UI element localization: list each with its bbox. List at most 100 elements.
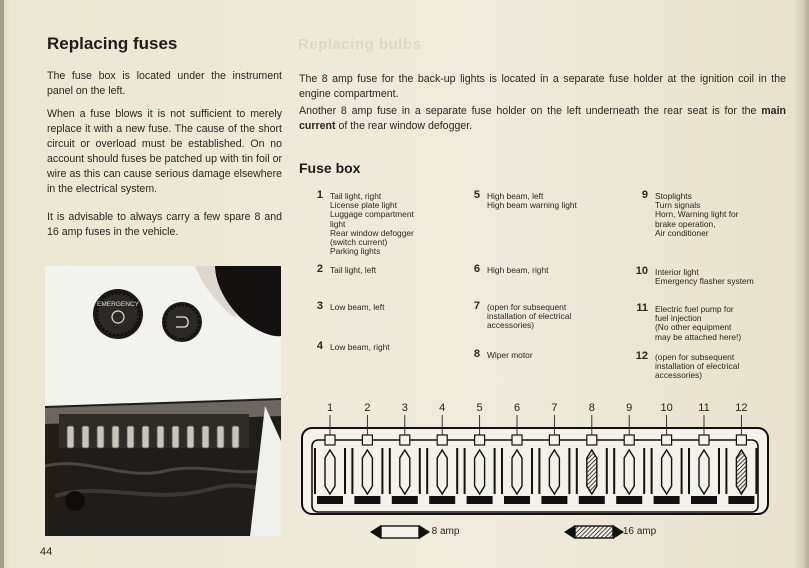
fuse-entry-5: 5 High beam, left High beam warning ligh… (466, 189, 636, 211)
diagram-top-terminal (735, 434, 747, 446)
fuse-box-photo: EMERGENCY (45, 266, 281, 536)
diagram-fuse-number: 3 (402, 402, 408, 414)
fuse-line: installation of electrical (487, 311, 572, 322)
diagram-top-terminal (474, 434, 486, 446)
defogger-fuse-paragraph: Another 8 amp fuse in a separate fuse ho… (299, 104, 786, 134)
fuse-entry-11: 11 Electric fuel pump for fuel injection… (634, 302, 794, 342)
main-current-bold: main current (299, 105, 786, 132)
fuse-number: 3 (316, 300, 323, 312)
fuse-entry-3: 3 Low beam, left (309, 300, 479, 312)
fuse-number: 5 (473, 189, 480, 201)
diagram-top-terminal (436, 434, 448, 446)
fuse-line: High beam warning light (487, 200, 577, 211)
fuse-line: Air conditioner (655, 227, 709, 238)
diagram-fuse-number: 12 (735, 402, 747, 414)
diagram-fuse-number: 4 (439, 402, 445, 414)
fuse-number: 1 (316, 189, 323, 201)
diagram-fuse-8-amp (548, 448, 561, 496)
fuse-entry-2: 2 Tail light, left (309, 263, 479, 275)
diagram-bottom-terminal (728, 496, 755, 504)
diagram-fuse-8-amp (399, 448, 411, 496)
diagram-top-terminal (698, 434, 710, 446)
fuse-line: Parking lights (330, 246, 381, 257)
spare-fuses-paragraph: It is advisable to always carry a few sp… (47, 211, 282, 238)
diagram-top-terminal (399, 434, 411, 446)
diagram-fuse-8-amp (698, 448, 710, 496)
fuse-entry-9: 9 Stoplights Turn signals Horn, Warning … (634, 189, 794, 238)
fuse-entry-12: 12 (open for subsequent installation of … (634, 350, 794, 381)
fuse-number: 12 (635, 350, 648, 362)
diagram-fuse-8-amp (623, 448, 635, 496)
fuse-line: accessories) (487, 320, 535, 331)
diagram-fuse-16-amp (735, 448, 748, 496)
fuse-entry-10: 10 Interior light Emergency flasher syst… (634, 265, 794, 286)
diagram-fuse-8-amp (660, 448, 673, 496)
show-through-heading: Replacing bulbs (298, 36, 422, 53)
fuse-line: Interior light (655, 267, 699, 277)
fuse-line: Low beam, right (330, 342, 390, 352)
emergency-knob-label: EMERGENCY (97, 301, 140, 308)
fuse-number: 2 (316, 263, 323, 275)
page-edge-left (0, 0, 4, 568)
fuse-number: 8 (473, 348, 480, 360)
fuse-entry-1: 1 Tail light, right License plate light … (309, 189, 479, 257)
fuse-line: Tail light, left (330, 265, 377, 275)
diagram-fuse-8-amp (511, 448, 523, 496)
fuse-entry-4: 4 Low beam, right (309, 340, 479, 352)
diagram-top-terminal (361, 434, 374, 446)
fuse-number: 6 (473, 263, 480, 275)
diagram-top-terminal (511, 434, 523, 446)
diagram-bottom-terminal (653, 496, 680, 504)
diagram-fuse-number: 6 (514, 402, 520, 414)
fuse-line: Low beam, left (330, 302, 385, 312)
fuse-line: Stoplights (655, 191, 692, 201)
page-title: Replacing fuses (47, 34, 178, 53)
diagram-fuse-16-amp (586, 448, 598, 496)
defogger-text-end: of the rear window defogger. (338, 120, 473, 132)
fuse-number: 9 (641, 189, 648, 201)
legend-16-amp-fuse-symbol (564, 525, 624, 539)
defogger-text-start: Another 8 amp fuse in a separate fuse ho… (299, 105, 757, 117)
fuse-line: accessories) (655, 370, 703, 381)
diagram-top-terminal (586, 434, 598, 446)
legend-8-amp: ~ 8 amp (423, 526, 460, 537)
diagram-bottom-terminal (541, 496, 568, 504)
diagram-bottom-terminal (691, 496, 717, 504)
fuse-line: Electric fuel pump for (655, 304, 734, 314)
fuse-line: Horn, Warning light for (655, 209, 739, 220)
fuse-line: License plate light (330, 200, 398, 211)
diagram-fuse-8-amp (436, 448, 448, 496)
diagram-bottom-terminal (354, 496, 381, 504)
fuse-line: may be attached here!) (655, 331, 742, 342)
fuse-line: (No other equipment (655, 322, 732, 333)
fuse-number: 4 (316, 340, 323, 352)
diagram-fuse-number: 8 (589, 402, 595, 414)
page-edge-right (803, 0, 809, 568)
diagram-bottom-terminal (391, 496, 418, 504)
intro-paragraph: The fuse box is located under the instru… (47, 70, 282, 97)
fuse-number: 10 (635, 265, 648, 277)
fuse-entry-8: 8 Wiper motor (466, 348, 636, 360)
diagram-bottom-terminal (466, 496, 493, 504)
fuse-line: Tail light, right (330, 191, 382, 201)
legend-8-amp-fuse-symbol (370, 525, 430, 539)
diagram-bottom-terminal (504, 496, 530, 504)
fuse-box-heading: Fuse box (299, 160, 361, 176)
fuse-number: 11 (636, 302, 648, 314)
fuse-line: brake operation, (655, 218, 716, 229)
fuse-line: (open for subsequent (655, 352, 735, 362)
diagram-fuse-number: 2 (364, 402, 370, 414)
fuse-line: light (330, 218, 346, 229)
diagram-top-terminal (661, 434, 673, 446)
warning-paragraph: When a fuse blows it is not sufficient t… (47, 108, 282, 195)
fuse-line: (open for subsequent (487, 302, 567, 312)
diagram-fuse-number: 9 (626, 402, 632, 414)
backup-light-fuse-paragraph: The 8 amp fuse for the back-up lights is… (299, 73, 786, 100)
fuse-box-photo-drawing: EMERGENCY (45, 266, 281, 536)
fuse-entry-6: 6 High beam, right (466, 263, 636, 275)
diagram-bottom-terminal (578, 496, 605, 504)
fuse-line: Luggage compartment (330, 209, 414, 220)
fuse-box-inner-frame (311, 439, 759, 513)
